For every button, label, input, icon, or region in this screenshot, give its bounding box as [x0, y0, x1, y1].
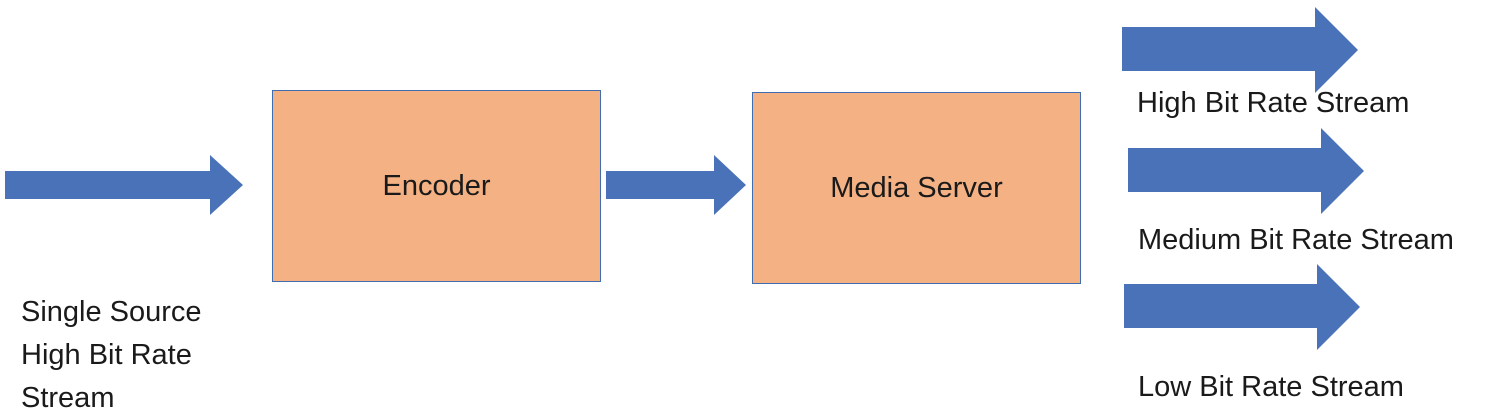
input-label-line-1: Single Source [21, 296, 202, 328]
encoder-box: Encoder [272, 90, 601, 282]
input-label-line-2: High Bit Rate [21, 339, 192, 371]
input-arrow [5, 155, 243, 215]
input-arrow-shape [5, 155, 243, 215]
media-server-box: Media Server [752, 92, 1081, 284]
encoder-to-server-arrow-shape [606, 155, 746, 215]
input-label-line-3: Stream [21, 382, 115, 414]
output-arrow-medium-shape [1128, 128, 1364, 214]
encoder-label: Encoder [382, 169, 491, 202]
output-arrow-high-shape [1122, 7, 1358, 93]
output-arrow-low-shape [1124, 264, 1360, 350]
output-label-medium: Medium Bit Rate Stream [1138, 224, 1454, 256]
output-arrow-low [1124, 264, 1360, 350]
media-server-label: Media Server [830, 171, 1003, 204]
output-arrow-high [1122, 7, 1358, 93]
output-label-high: High Bit Rate Stream [1137, 87, 1410, 119]
output-arrow-medium [1128, 128, 1364, 214]
output-label-low: Low Bit Rate Stream [1138, 371, 1404, 403]
encoder-to-server-arrow [606, 155, 746, 215]
